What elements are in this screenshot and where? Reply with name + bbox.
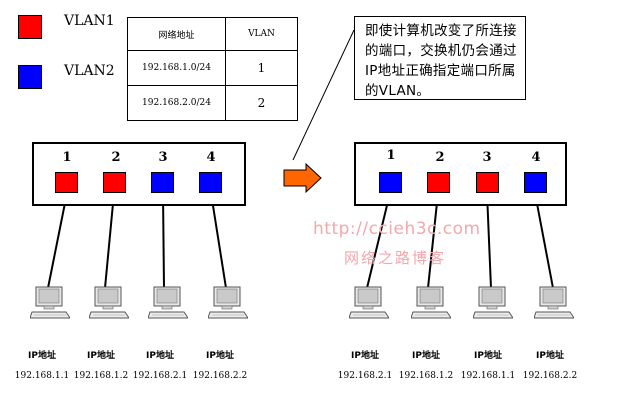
watermark-blog-name: 网络之路博客 (344, 249, 447, 267)
right-port-3 (476, 172, 499, 193)
computer-icon (30, 286, 70, 319)
cable-left-2 (104, 192, 115, 289)
vlan-mapping-table: 网络地址 VLAN 192.168.1.0/24 1 192.168.2.0/2… (127, 17, 298, 121)
host-label: IP地址 (474, 351, 502, 361)
left-port-3 (151, 172, 174, 193)
cable-left-3 (162, 192, 165, 289)
host-ip: 192.168.1.1 (460, 371, 516, 381)
cable-left-1 (47, 192, 68, 289)
left-port-2-number: 2 (111, 150, 121, 165)
host-label: IP地址 (28, 351, 56, 361)
legend-vlan2-swatch (18, 65, 42, 89)
cable-right-1 (366, 192, 391, 289)
cable-left-4 (210, 192, 227, 289)
left-port-1-number: 1 (62, 150, 72, 165)
table-row: 192.168.2.0/24 2 (127, 85, 298, 121)
host-ip: 192.168.1.2 (398, 371, 454, 381)
host-ip: 192.168.2.1 (337, 371, 393, 381)
host-label: IP地址 (87, 351, 115, 361)
left-port-1 (55, 172, 78, 193)
computer-icon (473, 286, 513, 319)
left-port-4-number: 4 (206, 150, 216, 165)
legend-vlan2-label: VLAN2 (64, 63, 115, 79)
legend-vlan1-label: VLAN1 (64, 13, 115, 29)
callout-note: 即使计算机改变了所连接的端口，交换机仍会通过IP地址正确指定端口所属的VLAN。 (354, 16, 526, 100)
computer-icon (349, 286, 389, 319)
host-label: IP地址 (412, 351, 440, 361)
cable-right-2 (427, 192, 439, 289)
host-ip: 192.168.2.2 (522, 371, 578, 381)
computer-icon (534, 286, 574, 319)
host-label: IP地址 (351, 351, 379, 361)
host-ip: 192.168.2.2 (192, 371, 248, 381)
left-port-4 (199, 172, 222, 193)
computer-icon (89, 286, 129, 319)
transition-arrow-icon (283, 163, 322, 193)
host-label: IP地址 (206, 351, 234, 361)
right-port-4 (524, 172, 547, 193)
right-port-2-number: 2 (435, 150, 445, 165)
right-port-1-number: 1 (386, 148, 396, 163)
computer-icon (148, 286, 188, 319)
right-port-2 (427, 172, 450, 193)
right-port-1 (379, 172, 402, 193)
table-cell-network: 192.168.2.0/24 (127, 85, 226, 121)
cable-right-3 (486, 192, 492, 289)
computer-icon (208, 286, 248, 319)
right-port-4-number: 4 (531, 150, 541, 165)
right-port-3-number: 3 (482, 150, 492, 165)
host-ip: 192.168.2.1 (132, 371, 188, 381)
computer-icon (411, 286, 451, 319)
table-cell-vlan: 1 (225, 50, 298, 86)
host-label: IP地址 (146, 351, 174, 361)
watermark-url: http://ccieh3c.com (313, 219, 481, 239)
table-row: 192.168.1.0/24 1 (127, 50, 298, 86)
table-cell-vlan: 2 (225, 85, 298, 121)
host-ip: 192.168.1.1 (14, 371, 70, 381)
legend-vlan1-swatch (18, 15, 42, 39)
cable-right-4 (534, 192, 554, 289)
host-ip: 192.168.1.2 (73, 371, 129, 381)
left-port-3-number: 3 (158, 150, 168, 165)
left-port-2 (103, 172, 126, 193)
host-label: IP地址 (536, 351, 564, 361)
